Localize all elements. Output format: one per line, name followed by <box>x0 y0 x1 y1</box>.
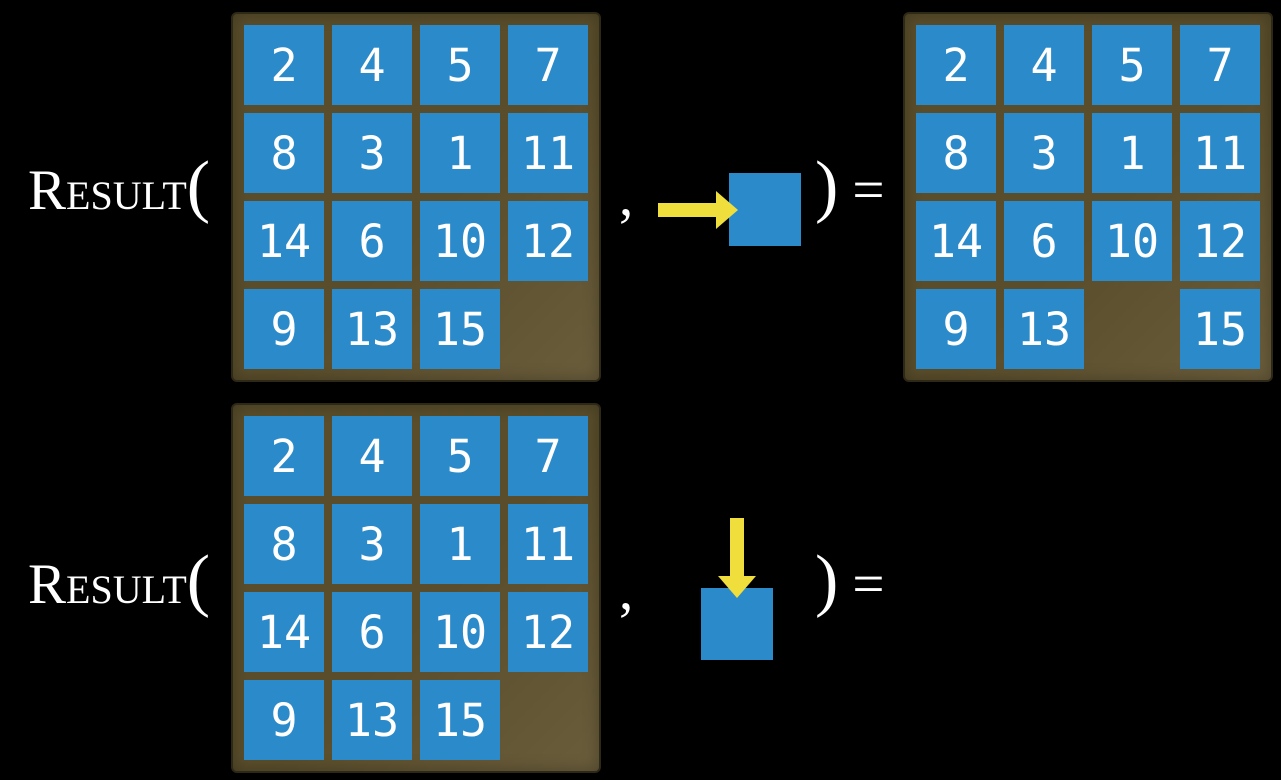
tile-1: 1 <box>420 113 500 193</box>
tile-10: 10 <box>420 201 500 281</box>
tile-6: 6 <box>332 201 412 281</box>
tile-15: 15 <box>420 680 500 760</box>
tile-10: 10 <box>420 592 500 672</box>
tile-14: 14 <box>244 201 324 281</box>
open-paren: ( <box>186 148 211 225</box>
close-paren-equals-1: ) = <box>815 152 884 222</box>
blank-cell <box>1092 289 1172 369</box>
equals-sign: = <box>852 159 885 222</box>
tile-11: 11 <box>508 504 588 584</box>
tile-5: 5 <box>420 416 500 496</box>
tile-2: 2 <box>244 25 324 105</box>
tile-12: 12 <box>1180 201 1260 281</box>
moved-tile-icon-2 <box>701 588 773 660</box>
tile-1: 1 <box>420 504 500 584</box>
tile-13: 13 <box>1004 289 1084 369</box>
tile-3: 3 <box>332 113 412 193</box>
blank-cell <box>508 680 588 760</box>
function-label-2: Result( <box>28 546 210 616</box>
comma-separator-1: , <box>619 165 634 228</box>
tile-12: 12 <box>508 592 588 672</box>
tile-6: 6 <box>1004 201 1084 281</box>
tile-11: 11 <box>1180 113 1260 193</box>
tile-2: 2 <box>244 416 324 496</box>
tile-9: 9 <box>244 680 324 760</box>
tile-15: 15 <box>1180 289 1260 369</box>
tile-4: 4 <box>332 25 412 105</box>
tile-5: 5 <box>420 25 500 105</box>
blank-cell <box>508 289 588 369</box>
moved-tile-icon-1 <box>729 173 801 246</box>
comma-separator-2: , <box>619 559 634 622</box>
tile-9: 9 <box>244 289 324 369</box>
close-paren: ) <box>815 148 839 225</box>
tile-9: 9 <box>916 289 996 369</box>
tile-7: 7 <box>508 416 588 496</box>
function-name: Result <box>28 159 187 222</box>
tile-6: 6 <box>332 592 412 672</box>
function-name: Result <box>28 553 187 616</box>
tile-8: 8 <box>244 113 324 193</box>
tile-8: 8 <box>244 504 324 584</box>
tile-7: 7 <box>1180 25 1260 105</box>
close-paren-equals-2: ) = <box>815 546 884 616</box>
open-paren: ( <box>186 542 211 619</box>
close-paren: ) <box>815 542 839 619</box>
tile-3: 3 <box>332 504 412 584</box>
right-arrow-icon <box>658 191 738 229</box>
function-label-1: Result( <box>28 152 210 222</box>
tile-13: 13 <box>332 289 412 369</box>
tile-3: 3 <box>1004 113 1084 193</box>
tile-15: 15 <box>420 289 500 369</box>
tile-2: 2 <box>916 25 996 105</box>
tile-11: 11 <box>508 113 588 193</box>
tile-5: 5 <box>1092 25 1172 105</box>
down-arrow-icon <box>718 518 756 598</box>
equals-sign: = <box>852 553 885 616</box>
tile-8: 8 <box>916 113 996 193</box>
tile-14: 14 <box>244 592 324 672</box>
tile-13: 13 <box>332 680 412 760</box>
tile-7: 7 <box>508 25 588 105</box>
tile-4: 4 <box>1004 25 1084 105</box>
tile-14: 14 <box>916 201 996 281</box>
tile-4: 4 <box>332 416 412 496</box>
tile-12: 12 <box>508 201 588 281</box>
tile-1: 1 <box>1092 113 1172 193</box>
tile-10: 10 <box>1092 201 1172 281</box>
